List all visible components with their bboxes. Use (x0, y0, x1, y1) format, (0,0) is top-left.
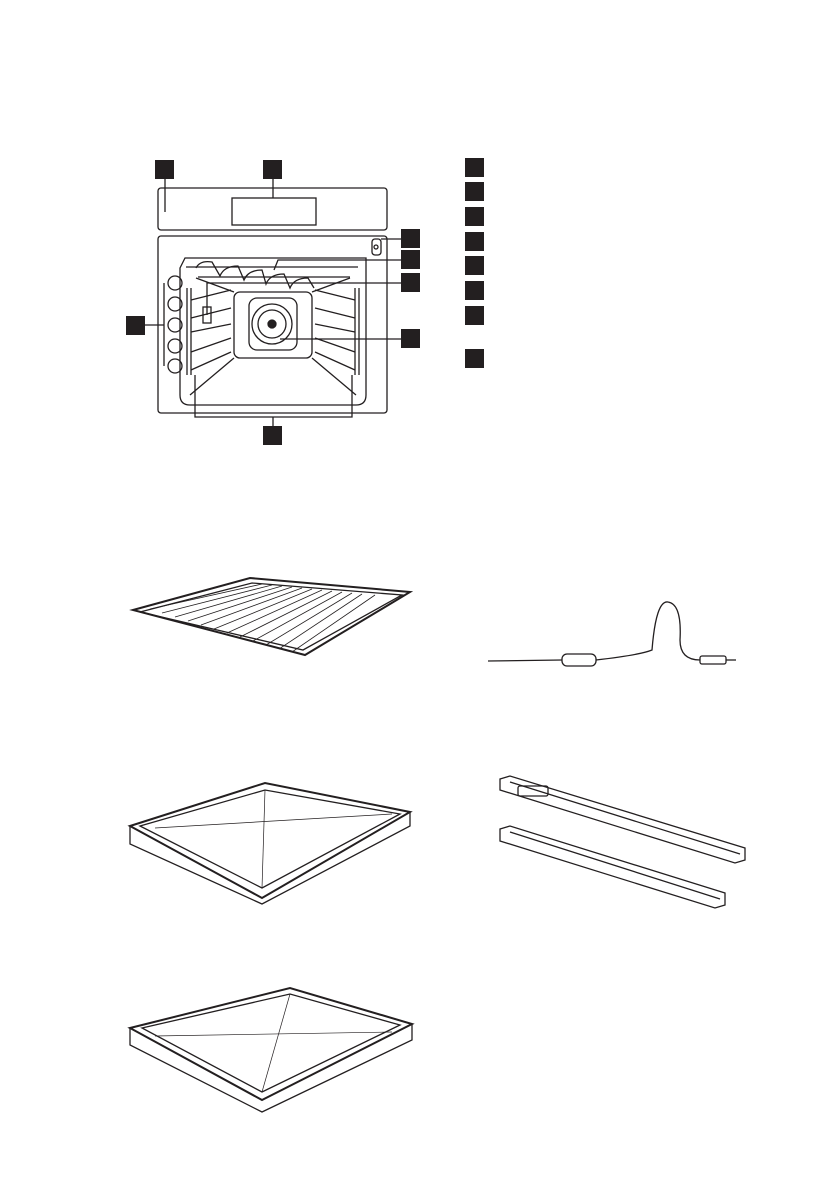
wire-shelf-drawing (133, 578, 410, 655)
legend-marker (465, 232, 484, 251)
legend-marker (465, 306, 484, 325)
callout-marker (263, 160, 282, 179)
legend-marker (465, 158, 484, 177)
legend-marker (465, 182, 484, 201)
core-temperature-sensor-drawing (488, 602, 736, 666)
telescopic-runners-drawing (500, 776, 745, 908)
shelf-supports-left (187, 288, 231, 375)
callout-marker (401, 229, 420, 248)
legend-marker (465, 349, 484, 368)
baking-tray-drawing (130, 783, 410, 904)
legend-marker (465, 281, 484, 300)
callout-marker (401, 329, 420, 348)
callout-marker (155, 160, 174, 179)
callout-marker (401, 250, 420, 269)
shelf-supports-right (315, 288, 359, 375)
shelf-position-markers (145, 276, 182, 373)
legend-marker (465, 256, 484, 275)
legend-marker (465, 207, 484, 226)
display (232, 198, 316, 225)
callout-marker (401, 273, 420, 292)
callout-marker (263, 426, 282, 445)
deep-pan-drawing (130, 988, 412, 1112)
oven-cavity (180, 258, 366, 405)
callout-marker (126, 316, 145, 335)
